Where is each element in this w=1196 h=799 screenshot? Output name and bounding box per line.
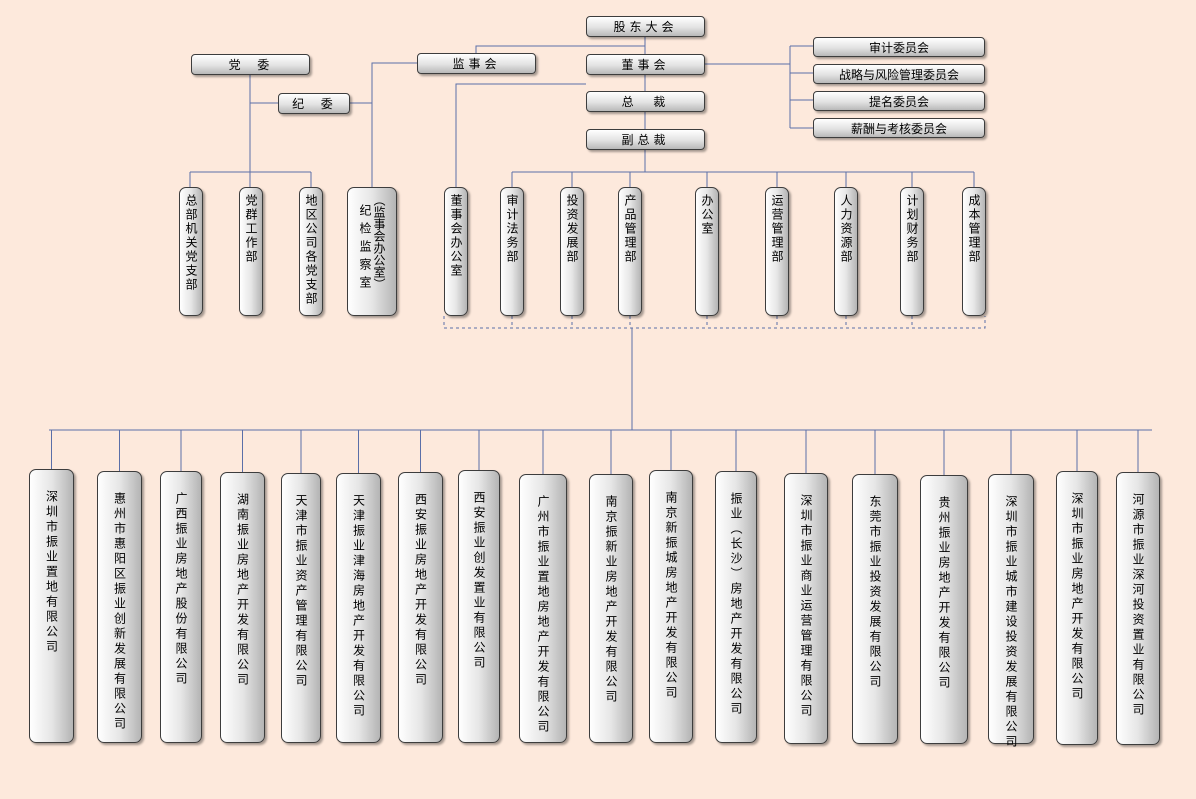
discipline-committee-label: 纪 委 [292, 97, 336, 111]
discipline-office-note: （监事会办公室） [372, 194, 386, 290]
company-label: 天津振业津海房地产开发有限公司 [351, 494, 366, 719]
dashed-group-line [443, 316, 986, 329]
branch-label: 总部机关党支部 [184, 194, 198, 292]
company-label: 湖南振业房地产开发有限公司 [235, 493, 250, 688]
president-label: 总 裁 [621, 95, 670, 109]
committee-label: 审计委员会 [868, 40, 929, 55]
dept-planning-finance: 计划财务部 [900, 187, 924, 316]
dept-human-resources: 人力资源部 [834, 187, 858, 316]
company-label: 南京振新业房地产开发有限公司 [604, 495, 618, 705]
dept-label: 办公室 [700, 194, 714, 236]
president-box: 总 裁 [586, 91, 705, 112]
subsidiary-company-box: 西安振业房地产开发有限公司 [398, 472, 443, 743]
strategy-risk-committee-box: 战略与风险管理委员会 [813, 64, 985, 84]
dept-label: 计划财务部 [905, 194, 919, 264]
dept-operations-mgmt: 运营管理部 [765, 187, 789, 316]
party-mass-work-dept-box: 党群工作部 [239, 187, 263, 316]
vice-president-box: 副总裁 [586, 129, 705, 150]
company-label: 深圳市振业房地产开发有限公司 [1070, 492, 1084, 702]
subsidiary-company-box: 深圳市振业商业运营管理有限公司 [784, 473, 828, 744]
company-label: 西安振业房地产开发有限公司 [413, 493, 428, 688]
compensation-committee-box: 薪酬与考核委员会 [813, 118, 985, 138]
subsidiary-company-box: 东莞市振业投资发展有限公司 [852, 474, 898, 744]
company-label: 贵州振业房地产开发有限公司 [937, 496, 951, 691]
dept-product-mgmt: 产品管理部 [618, 187, 642, 316]
dept-label: 运营管理部 [770, 194, 784, 264]
hq-party-branch-box: 总部机关党支部 [179, 187, 203, 316]
board-of-directors-box: 董事会 [586, 54, 705, 75]
subsidiary-company-box: 西安振业创发置业有限公司 [458, 470, 500, 743]
subsidiary-company-box: 湖南振业房地产开发有限公司 [220, 472, 265, 743]
subsidiary-company-box: 南京新振城房地产开发有限公司 [649, 470, 693, 743]
company-label: 广西振业房地产股份有限公司 [174, 492, 188, 687]
dept-label: 产品管理部 [623, 194, 637, 264]
company-label: 深圳市振业置地有限公司 [44, 490, 59, 655]
party-committee-box: 党 委 [191, 54, 310, 75]
company-label: 深圳市振业商业运营管理有限公司 [799, 494, 813, 719]
subsidiary-company-box: 深圳市振业房地产开发有限公司 [1056, 471, 1098, 745]
supervisory-board-box: 监事会 [417, 53, 536, 74]
dept-label: 人力资源部 [839, 194, 853, 264]
subsidiary-company-box: 深圳市振业城市建设投资发展有限公司 [988, 474, 1034, 750]
dept-label: 成本管理部 [967, 194, 981, 264]
dept-label: 投资发展部 [565, 194, 579, 264]
board-of-directors-label: 董事会 [621, 58, 670, 72]
company-label: 东莞市振业投资发展有限公司 [868, 495, 882, 690]
subsidiary-company-box: 广西振业房地产股份有限公司 [160, 471, 202, 743]
subsidiary-company-box: 天津市振业资产管理有限公司 [281, 473, 321, 743]
subsidiary-company-box: 南京振新业房地产开发有限公司 [589, 474, 633, 743]
company-label: 河源市振业深河投资置业有限公司 [1131, 493, 1145, 718]
company-label: 天津市振业资产管理有限公司 [294, 494, 308, 689]
branch-label: 地区公司各党支部 [304, 194, 318, 306]
subsidiary-company-box: 深圳市振业置地有限公司 [29, 469, 74, 743]
audit-committee-box: 审计委员会 [813, 37, 985, 57]
dept-board-office: 董事会办公室 [444, 187, 468, 316]
company-label: 振业（长沙）房地产开发有限公司 [729, 492, 743, 717]
supervisory-board-label: 监事会 [452, 57, 501, 71]
subsidiary-company-box: 惠州市惠阳区振业创新发展有限公司 [97, 471, 142, 743]
shareholders-meeting-box: 股东大会 [586, 16, 705, 37]
subsidiary-company-box: 河源市振业深河投资置业有限公司 [1116, 472, 1160, 745]
dept-cost-mgmt: 成本管理部 [962, 187, 986, 316]
connector-line [455, 83, 586, 187]
shareholders-meeting-label: 股东大会 [613, 20, 678, 34]
company-label: 惠州市惠阳区振业创新发展有限公司 [112, 492, 127, 732]
committee-label: 提名委员会 [868, 94, 929, 109]
subsidiary-company-box: 广州市振业置地房地产开发有限公司 [519, 474, 567, 743]
committee-label: 薪酬与考核委员会 [850, 121, 947, 136]
party-committee-label: 党 委 [228, 58, 273, 72]
company-label: 西安振业创发置业有限公司 [472, 491, 486, 671]
dept-label: 审计法务部 [505, 194, 519, 264]
company-label: 广州市振业置地房地产开发有限公司 [536, 495, 550, 735]
regional-party-branches-box: 地区公司各党支部 [299, 187, 323, 316]
dept-investment-dev: 投资发展部 [560, 187, 584, 316]
discipline-committee-box: 纪 委 [278, 93, 350, 114]
connector-line [371, 62, 417, 187]
connector-line [475, 45, 645, 53]
company-label: 南京新振城房地产开发有限公司 [664, 491, 678, 701]
dept-general-office: 办公室 [695, 187, 719, 316]
vice-president-label: 副总裁 [621, 133, 670, 147]
discipline-office-label: 纪检监察室 [358, 204, 372, 294]
discipline-inspection-office-box: 纪检监察室 （监事会办公室） [347, 187, 397, 316]
committee-label: 战略与风险管理委员会 [838, 67, 959, 82]
dept-label: 董事会办公室 [449, 194, 463, 278]
nomination-committee-box: 提名委员会 [813, 91, 985, 111]
company-label: 深圳市振业城市建设投资发展有限公司 [1004, 495, 1018, 750]
subsidiary-company-box: 天津振业津海房地产开发有限公司 [336, 473, 381, 743]
dept-audit-legal: 审计法务部 [500, 187, 524, 316]
subsidiary-company-box: 贵州振业房地产开发有限公司 [920, 475, 968, 744]
branch-label: 党群工作部 [244, 194, 258, 264]
subsidiary-company-box: 振业（长沙）房地产开发有限公司 [715, 471, 757, 743]
